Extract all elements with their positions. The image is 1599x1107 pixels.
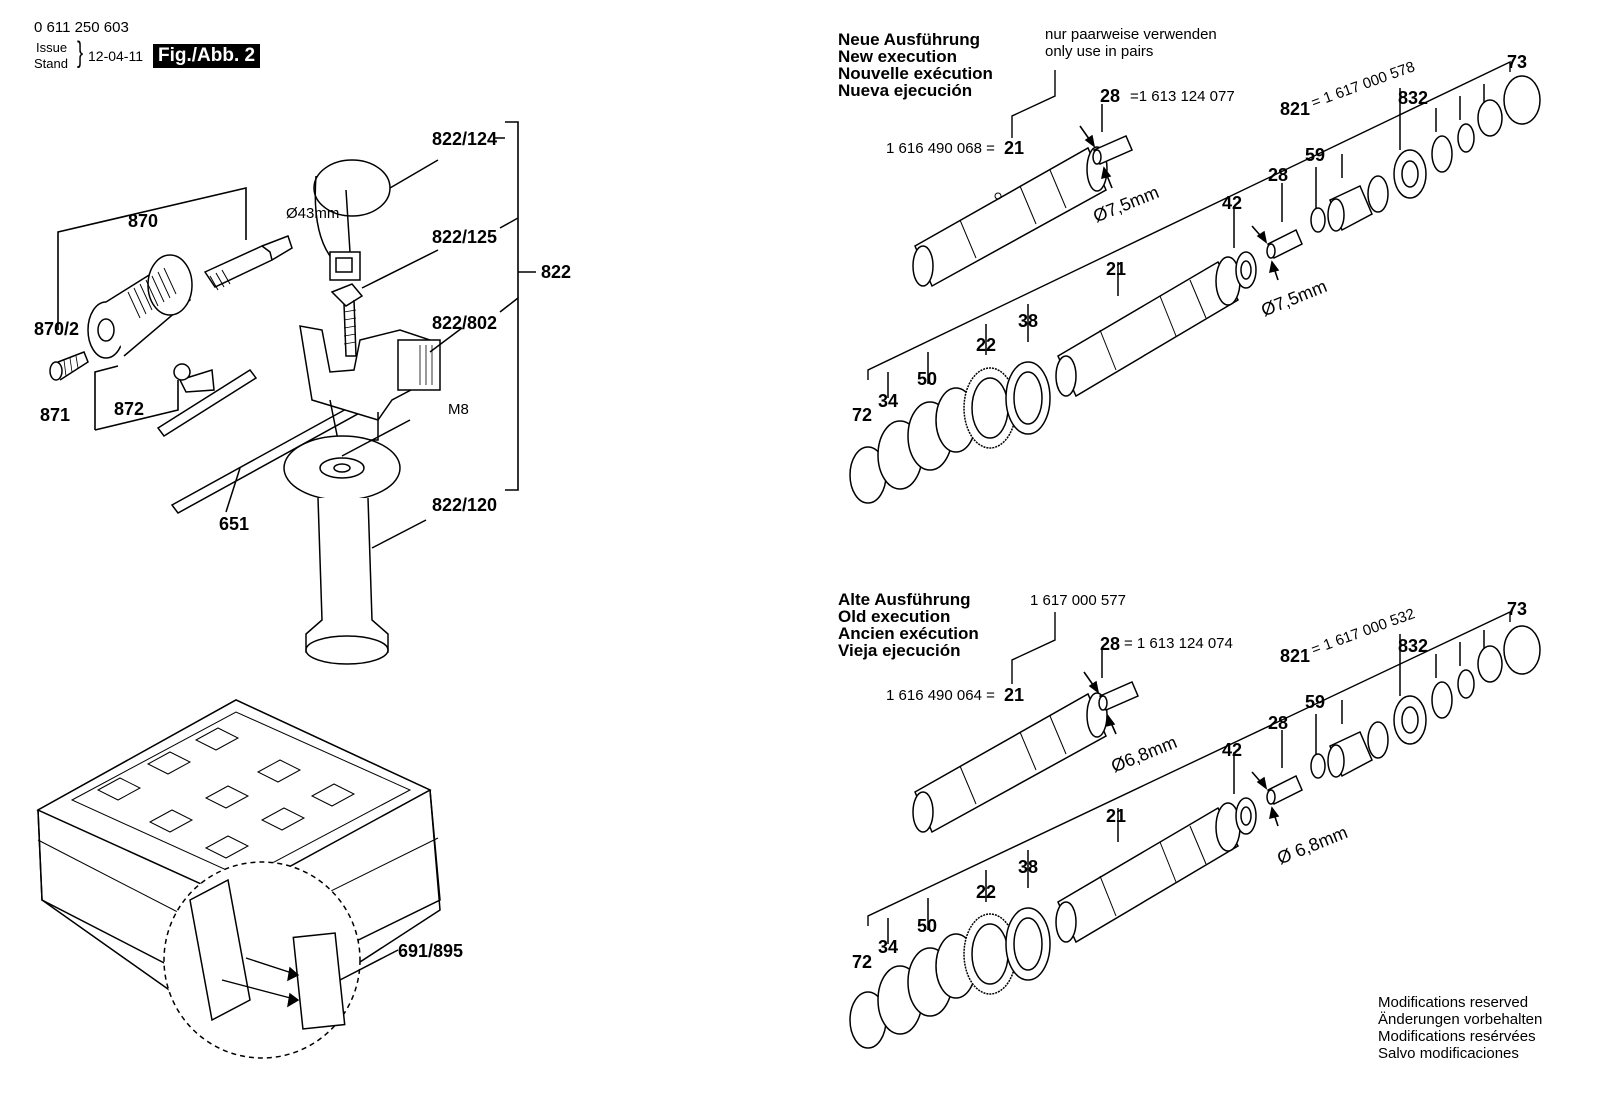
old-label-21-top: 21	[1004, 685, 1025, 705]
old-label-832: 832	[1398, 636, 1429, 656]
old-label-72: 72	[852, 952, 873, 972]
new-execution-drawing	[849, 60, 1541, 504]
old-part-number-21: 1 616 490 064 =	[886, 687, 995, 704]
new-label-38: 38	[1018, 311, 1039, 331]
label-822-124: 822/124	[432, 129, 498, 149]
old-label-821: 821	[1280, 646, 1311, 666]
label-870: 870	[128, 211, 159, 231]
pairs-note-en: only use in pairs	[1045, 43, 1154, 60]
pairs-note-de: nur paarweise verwenden	[1045, 26, 1217, 43]
label-651: 651	[219, 514, 250, 534]
label-822: 822	[541, 262, 572, 282]
issue-label: Issue	[36, 40, 68, 55]
handle-clamp-housing	[299, 325, 463, 441]
old-label-21-lower: 21	[1106, 806, 1127, 826]
label-872: 872	[114, 399, 145, 419]
new-label-73: 73	[1507, 52, 1528, 72]
chuck-key	[156, 363, 258, 438]
new-label-21-top: 21	[1004, 138, 1025, 158]
new-exec-title-fr: Nouvelle exécution	[838, 64, 993, 83]
label-m8: M8	[448, 401, 469, 418]
footer-line-en: Modifications reserved	[1378, 994, 1529, 1011]
keyed-drill-chuck	[87, 254, 193, 359]
chuck-screw	[49, 351, 89, 381]
old-label-50: 50	[917, 916, 938, 936]
new-exec-title-de: Neue Ausführung	[838, 30, 980, 49]
chuck-group-leaders	[57, 186, 247, 431]
document-number: 0 611 250 603	[34, 19, 129, 36]
label-691-895: 691/895	[398, 941, 464, 961]
new-label-22: 22	[976, 335, 997, 355]
new-label-50: 50	[917, 369, 938, 389]
old-label-28-lower: 28	[1268, 713, 1289, 733]
bracket-822	[505, 121, 519, 491]
stand-label: Stand	[34, 56, 68, 71]
footer-line-fr: Modifications resérvées	[1378, 1028, 1536, 1045]
label-822-125: 822/125	[432, 227, 498, 247]
new-label-28-lower: 28	[1268, 165, 1289, 185]
new-label-59: 59	[1305, 145, 1326, 165]
new-part-number-28: =1 613 124 077	[1130, 88, 1235, 105]
issue-date: 12-04-11	[88, 48, 144, 64]
old-exec-title-de: Alte Ausführung	[838, 590, 971, 609]
figure-label: Fig./Abb. 2	[153, 44, 261, 68]
old-execution-drawing	[849, 610, 1541, 1049]
new-part-number-21: 1 616 490 068 =	[886, 140, 995, 157]
label-diameter-43: Ø43mm	[286, 205, 340, 222]
label-822-802: 822/802	[432, 313, 498, 333]
old-part-number-top: 1 617 000 577	[1030, 592, 1126, 609]
label-871: 871	[40, 405, 71, 425]
new-label-42: 42	[1222, 193, 1243, 213]
new-label-72: 72	[852, 405, 873, 425]
old-label-38: 38	[1018, 857, 1039, 877]
old-exec-title-en: Old execution	[838, 607, 951, 626]
side-handle	[283, 419, 427, 665]
new-exec-title-es: Nueva ejecución	[838, 81, 973, 100]
new-exec-title-en: New execution	[838, 47, 958, 66]
old-part-number-28: = 1 613 124 074	[1124, 635, 1233, 652]
old-label-73: 73	[1507, 599, 1528, 619]
new-label-34: 34	[878, 391, 899, 411]
new-label-21-lower: 21	[1106, 259, 1127, 279]
old-label-22: 22	[976, 882, 997, 902]
new-label-28: 28	[1100, 86, 1121, 106]
label-870-2: 870/2	[34, 319, 80, 339]
sds-shank-adapter	[203, 235, 293, 291]
clamp-band	[313, 159, 439, 281]
label-822-120: 822/120	[432, 495, 498, 515]
footer-line-es: Salvo modificaciones	[1378, 1045, 1519, 1062]
old-label-59: 59	[1305, 692, 1326, 712]
old-label-28: 28	[1100, 634, 1121, 654]
clamp-screw	[330, 249, 439, 357]
brace: }	[77, 36, 84, 69]
footer-line-de: Änderungen vorbehalten	[1378, 1011, 1543, 1028]
carrying-case	[36, 699, 441, 1059]
new-label-832: 832	[1398, 88, 1429, 108]
old-label-42: 42	[1222, 740, 1243, 760]
new-label-821: 821	[1280, 99, 1311, 119]
old-label-34: 34	[878, 937, 899, 957]
old-exec-title-es: Vieja ejecución	[838, 641, 961, 660]
old-exec-title-fr: Ancien exécution	[838, 624, 979, 643]
